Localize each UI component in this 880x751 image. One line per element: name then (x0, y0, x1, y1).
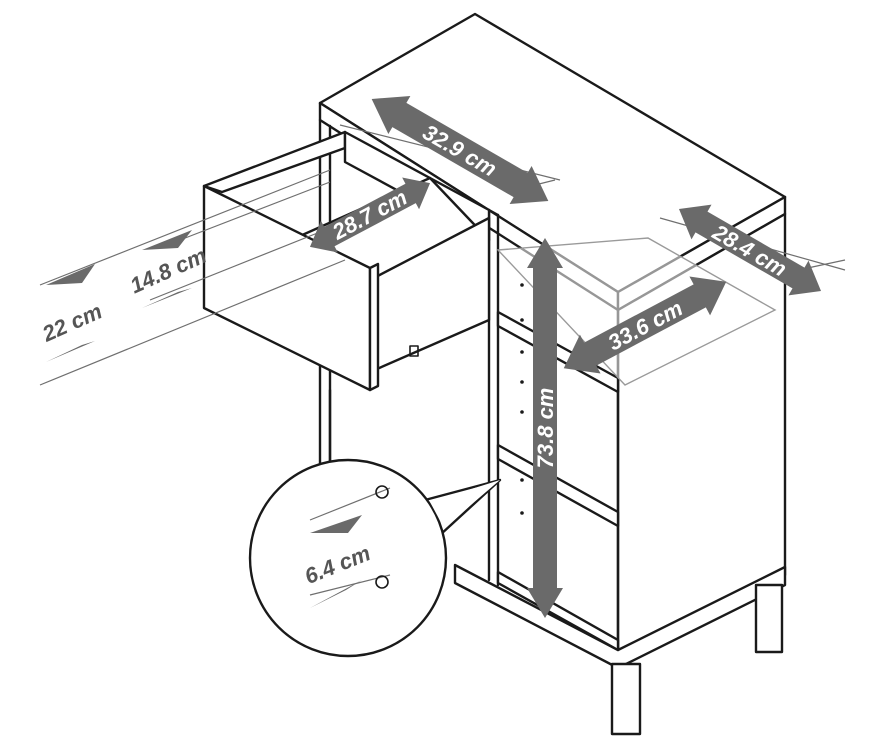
shelf-pin-hole-upper (375, 485, 389, 499)
center-divider-top (487, 208, 500, 217)
shelf-pin-hole-lower (375, 575, 389, 589)
drawer-inner-height-label: 14.8 cm (126, 243, 210, 299)
dimension-compartment-height: 73.8 cm (527, 238, 563, 618)
compartment-height-label: 73.8 cm (533, 388, 558, 469)
drawer (202, 130, 491, 392)
shelf-middle (496, 443, 620, 528)
front-right-leg (610, 662, 642, 736)
detail-callout: 6.4 cm (248, 458, 502, 658)
magnifier-circle (248, 458, 448, 658)
drawer-runner-clip (409, 345, 419, 357)
drawer-left-side (202, 130, 347, 194)
back-right-leg (754, 583, 784, 654)
shelf-pin-holes (520, 283, 524, 515)
drawer-front-edge (368, 262, 380, 392)
guide-lines (39, 124, 846, 386)
drawer-front-height-label: 22 cm (38, 298, 106, 347)
shelf-lower (496, 570, 620, 652)
dimension-drawer-inner-height: 14.8 cm (126, 230, 210, 308)
dimension-drawer-front-height: 22 cm (38, 264, 106, 362)
